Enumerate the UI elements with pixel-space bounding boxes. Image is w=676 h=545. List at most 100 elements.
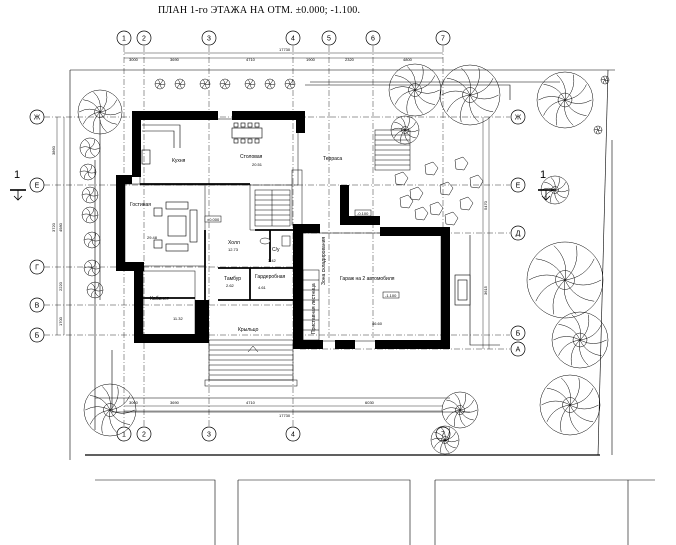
section-label-left: 1 xyxy=(14,169,20,181)
tree xyxy=(600,75,610,85)
row-axis-markers-right xyxy=(510,109,526,357)
room-area-vestibule: 2.62 xyxy=(226,283,235,288)
tree xyxy=(83,383,137,437)
dim-top-total: 17730 xyxy=(279,47,291,52)
axis-col-7-bottom: 7 xyxy=(441,432,445,439)
neighbor-lot-middle xyxy=(238,479,411,545)
axis-col-4: 4 xyxy=(291,36,295,43)
tree xyxy=(536,71,594,129)
stepping-stone xyxy=(424,161,439,176)
axis-bubble xyxy=(201,30,217,46)
tree xyxy=(81,186,99,204)
tree xyxy=(526,241,604,319)
main-stair xyxy=(254,169,303,227)
axis-bubble xyxy=(136,30,152,46)
axis-bubble xyxy=(435,30,451,46)
axis-row-zh: Ж xyxy=(34,115,41,122)
tree xyxy=(79,163,97,181)
tree xyxy=(540,175,570,205)
dim-left-3: 3720 xyxy=(51,222,56,232)
axis-row-e: Е xyxy=(35,183,40,190)
tree xyxy=(86,281,104,299)
dim-left-1: 3860 xyxy=(51,145,56,155)
tree xyxy=(244,78,256,90)
axis-bubble xyxy=(116,30,132,46)
dim-top-2: 3690 xyxy=(170,57,180,62)
axis-row-b-right: Б xyxy=(516,331,521,338)
terrace-outline xyxy=(305,84,511,100)
axis-row-e-right: Е xyxy=(516,183,521,190)
room-label-storage: Зона складирования xyxy=(321,237,327,285)
dim-top-6: 4800 xyxy=(403,57,413,62)
room-label-vestibule: Тамбур xyxy=(224,276,241,282)
dim-right-2: 3615 xyxy=(483,285,488,295)
stepping-stone xyxy=(429,201,444,216)
tree xyxy=(81,206,99,224)
dim-right-1: 5470 xyxy=(483,200,488,210)
axis-col-3-bottom: 3 xyxy=(207,432,211,439)
dim-top-3: 4710 xyxy=(246,57,256,62)
stepping-stone xyxy=(454,156,469,171)
tree xyxy=(83,259,101,277)
terrace-stair xyxy=(374,129,411,171)
room-area-garage: 46.60 xyxy=(372,321,383,326)
dim-bottom-total: 17730 xyxy=(279,413,291,418)
level-terrace: -0.100 xyxy=(357,211,369,216)
dim-top-4: 1900 xyxy=(306,57,316,62)
axis-col-3: 3 xyxy=(207,36,211,43)
tree xyxy=(284,78,296,90)
axis-row-v: В xyxy=(35,303,40,310)
axis-bubble xyxy=(321,30,337,46)
dim-bottom-1: 3000 xyxy=(129,400,139,405)
tree xyxy=(264,78,276,90)
axis-row-b: Б xyxy=(35,333,40,340)
tree xyxy=(79,137,101,159)
room-label-kitchen: Кухня xyxy=(172,158,186,164)
tree xyxy=(154,78,166,90)
tree xyxy=(593,125,603,135)
room-label-hall: Холл xyxy=(228,240,240,246)
tree xyxy=(174,78,186,90)
dim-bottom-3: 4710 xyxy=(246,400,256,405)
neighbor-lot-left xyxy=(95,479,216,545)
row-axis-markers-left xyxy=(29,109,45,343)
trees xyxy=(77,63,610,455)
axis-bubble xyxy=(365,30,381,46)
stepping-stone xyxy=(414,206,429,221)
tree xyxy=(388,63,442,117)
axis-col-2-bottom: 2 xyxy=(142,432,146,439)
room-label-dining: Столовая xyxy=(240,154,263,160)
dim-top-5: 2320 xyxy=(345,57,355,62)
dim-bottom-2: 3690 xyxy=(170,400,180,405)
outline-walls xyxy=(124,118,442,342)
tree xyxy=(199,78,211,90)
garage-apron xyxy=(469,235,500,346)
axis-col-5: 5 xyxy=(327,36,331,43)
living-furniture xyxy=(153,201,198,252)
kitchen-counter xyxy=(141,124,181,165)
axis-row-g: Г xyxy=(35,265,39,272)
garage-ladder xyxy=(302,269,320,341)
stepping-stone xyxy=(444,211,459,226)
room-label-living: Гостиная xyxy=(130,202,151,208)
dim-bottom-4: 6030 xyxy=(365,400,375,405)
axis-row-a-right: А xyxy=(516,347,521,354)
room-label-study: Кабинет xyxy=(150,296,170,302)
exterior-walls xyxy=(116,111,450,349)
dining-table xyxy=(231,122,263,144)
room-area-hall: 12.73 xyxy=(228,247,239,252)
room-area-study: 11.32 xyxy=(173,316,183,321)
room-label-wc: С/у xyxy=(272,247,280,253)
stepping-stone xyxy=(394,171,409,186)
stepping-stone xyxy=(399,194,414,209)
tree xyxy=(439,64,501,126)
garage-equipment xyxy=(454,274,471,306)
tree xyxy=(551,311,609,369)
axis-row-d-right: Д xyxy=(516,231,521,238)
stepping-stone xyxy=(459,196,474,211)
dim-left-2: 4980 xyxy=(58,222,63,232)
drawing-title: ПЛАН 1-го ЭТАЖА НА ОТМ. ±0.000; -1.100. xyxy=(158,5,361,16)
dimension-lines xyxy=(56,52,490,412)
wc-fixtures xyxy=(259,235,291,247)
